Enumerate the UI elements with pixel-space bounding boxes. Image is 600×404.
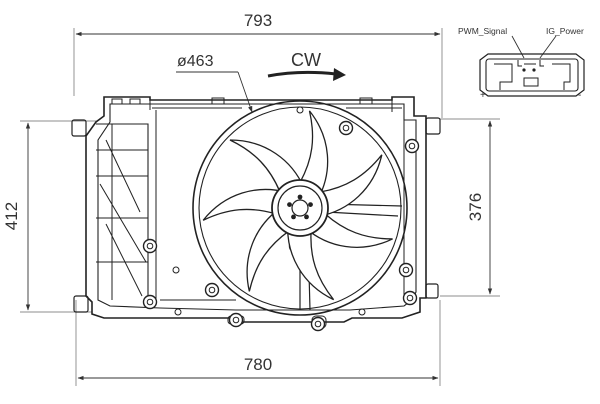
connector-inset: PWM_Signal IG_Power + - — [458, 26, 585, 101]
right-mount-ear-top — [425, 117, 441, 135]
mount-hole — [204, 282, 220, 298]
dimension-overall-width: 793 — [73, 11, 443, 118]
rotation-arrowhead — [333, 68, 346, 81]
minus-terminal-label: - — [578, 90, 581, 101]
left-mount-ear-bottom — [73, 295, 89, 313]
right-mount-ear-bottom — [425, 283, 439, 299]
fan-shroud-housing — [71, 96, 441, 332]
rotation-indicator: CW — [267, 50, 346, 81]
mount-hole — [228, 312, 244, 328]
mount-hole — [142, 294, 158, 310]
bottom-width-label: 780 — [244, 355, 272, 374]
rotation-label: CW — [291, 50, 321, 70]
overall-height-label: 412 — [2, 202, 21, 230]
rotation-arrow — [267, 70, 337, 78]
mount-hole — [402, 290, 418, 306]
overall-width-label: 793 — [244, 11, 272, 30]
mount-hole — [398, 262, 414, 278]
dimension-bottom-width: 780 — [75, 300, 441, 386]
dimension-overall-height: 412 — [2, 120, 98, 313]
fan-diameter-label: ø463 — [177, 53, 214, 70]
dimension-fan-diameter: ø463 — [176, 53, 253, 113]
mount-hole — [142, 238, 158, 254]
left-mount-ear-top — [71, 119, 87, 137]
mount-height-label: 376 — [466, 193, 485, 221]
dimension-mount-height: 376 — [440, 118, 500, 297]
fan-hub — [271, 179, 329, 237]
ig-power-label: IG_Power — [546, 26, 584, 36]
fan-outer-ring — [192, 100, 408, 316]
mount-hole — [310, 316, 326, 332]
pwm-signal-label: PWM_Signal — [458, 26, 507, 36]
fan-assembly — [192, 100, 408, 316]
mount-hole — [404, 138, 420, 154]
plus-terminal-label: + — [480, 90, 486, 101]
mount-hole — [338, 120, 354, 136]
